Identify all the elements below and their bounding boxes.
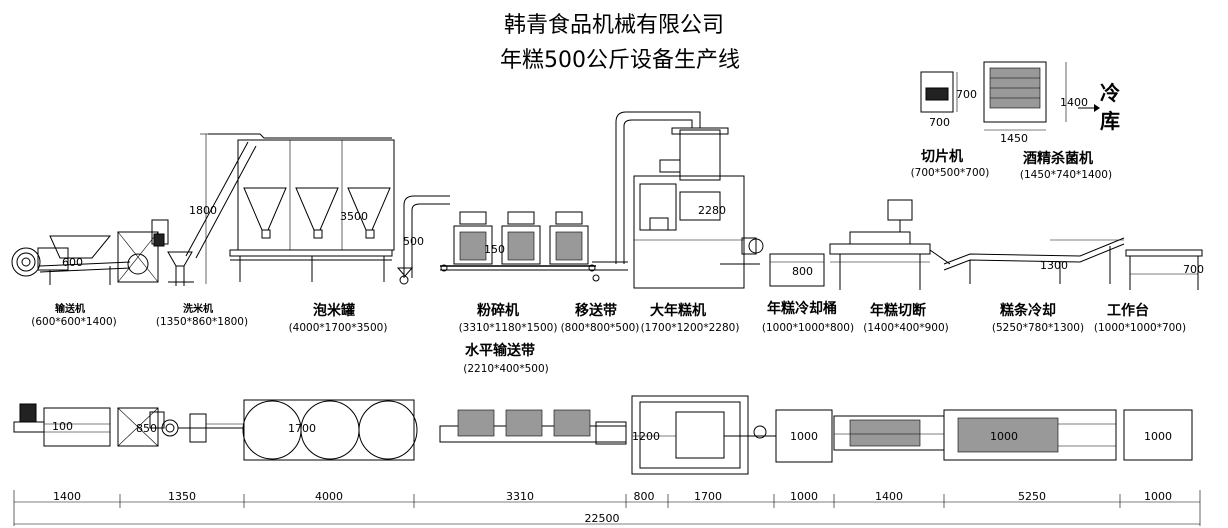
- dim-700-table: 700: [1183, 263, 1204, 276]
- dim-150: 150: [484, 243, 505, 256]
- arrow-to-cold-storage-icon: [1078, 104, 1100, 112]
- cooling-bucket: [769, 253, 825, 287]
- dim-700-slicer-w: 700: [929, 116, 950, 129]
- dim-1450-sterilizer: 1450: [1000, 132, 1028, 145]
- bottom-dim-1350: 1350: [168, 490, 196, 503]
- grinder-machines: [440, 211, 596, 272]
- rice-cake-machine: [615, 111, 764, 289]
- label-cake-machine-dims: (1700*1200*2280): [641, 322, 740, 334]
- work-table: [1125, 249, 1203, 290]
- bottom-dim-1000-b: 1000: [1144, 490, 1172, 503]
- bottom-dim-800: 800: [634, 490, 655, 503]
- rice-washer-machine: [117, 219, 194, 286]
- bottom-dim-3310: 3310: [506, 490, 534, 503]
- label-cutter-name: 年糕切断: [870, 302, 926, 319]
- dim-1400-sterilizer: 1400: [1060, 96, 1088, 109]
- label-cutter-dims: (1400*400*900): [863, 322, 949, 334]
- pipe-to-grinder: [396, 195, 450, 285]
- label-washer-name: 洗米机: [183, 302, 213, 315]
- plan-washer: [117, 407, 179, 447]
- soaking-tanks: [208, 133, 395, 282]
- plan-dim-1700: 1700: [288, 422, 316, 435]
- plan-strip-cooling: [943, 409, 1117, 461]
- dim-500: 500: [403, 235, 424, 248]
- label-conveyor-dims: (600*600*1400): [31, 316, 117, 328]
- slicer-machine: [920, 71, 958, 113]
- label-transfer-name: 移送带: [575, 302, 617, 319]
- conveyor-machine: [11, 235, 131, 285]
- plan-cutter: [833, 415, 945, 451]
- line-title: 年糕500公斤设备生产线: [500, 48, 740, 73]
- cold-storage-char-1: 冷: [1100, 81, 1120, 105]
- bottom-dim-1700: 1700: [694, 490, 722, 503]
- label-work-table-dims: (1000*1000*700): [1094, 322, 1186, 334]
- company-title: 韩青食品机械有限公司: [504, 13, 724, 38]
- plan-tanks: [242, 399, 418, 461]
- plan-dim-1000-cooling: 1000: [990, 430, 1018, 443]
- dim-1300: 1300: [1040, 259, 1068, 272]
- label-cooling-bucket-name: 年糕冷却桶: [767, 300, 837, 317]
- plan-dim-1000-bucket: 1000: [790, 430, 818, 443]
- sterilizer-machine: [983, 61, 1067, 131]
- bottom-dim-5250: 5250: [1018, 490, 1046, 503]
- dim-800: 800: [792, 265, 813, 278]
- bottom-dim-1000-a: 1000: [790, 490, 818, 503]
- label-work-table-name: 工作台: [1107, 302, 1149, 319]
- label-sterilizer-dims: (1450*740*1400): [1020, 169, 1112, 181]
- dim-600: 600: [62, 256, 83, 269]
- cold-storage-char-2: 库: [1100, 109, 1120, 133]
- label-tanks-name: 泡米罐: [313, 302, 355, 319]
- transfer-belt: [592, 261, 628, 282]
- label-strip-cooling-dims: (5250*780*1300): [992, 322, 1084, 334]
- plan-conveyor: [13, 403, 111, 447]
- label-horizontal-belt-dims: (2210*400*500): [463, 363, 549, 375]
- label-conveyor-name: 输送机: [55, 302, 85, 315]
- plan-grinders: [439, 409, 627, 445]
- plan-cake-machine: [631, 395, 776, 475]
- label-grinder-name: 粉碎机: [477, 302, 519, 319]
- dimension-line: [13, 490, 1201, 526]
- plan-cooling-bucket: [775, 409, 833, 463]
- label-strip-cooling-name: 糕条冷却: [999, 302, 1056, 319]
- label-cake-machine-name: 大年糕机: [650, 302, 706, 319]
- plan-dim-850: 850: [136, 422, 157, 435]
- cutter-machine: [829, 199, 951, 290]
- label-sterilizer-name: 酒精杀菌机: [1023, 150, 1093, 167]
- strip-cooling-conveyor: [943, 237, 1125, 284]
- plan-work-table: [1123, 409, 1193, 461]
- bottom-dim-1400: 1400: [53, 490, 81, 503]
- plan-dim-1000-table: 1000: [1144, 430, 1172, 443]
- label-washer-dims: (1350*860*1800): [156, 316, 248, 328]
- label-tanks-dims: (4000*1700*3500): [289, 322, 388, 334]
- dim-700-slicer-h: 700: [956, 88, 977, 101]
- label-slicer-name: 切片机: [921, 148, 963, 165]
- label-horizontal-belt-name: 水平输送带: [465, 342, 535, 359]
- label-grinder-dims: (3310*1180*1500): [459, 322, 558, 334]
- bottom-dim-4000: 4000: [315, 490, 343, 503]
- label-transfer-dims: (800*800*500): [561, 322, 640, 334]
- total-dim: 22500: [585, 512, 620, 525]
- bottom-dim-1400-b: 1400: [875, 490, 903, 503]
- dim-2280: 2280: [698, 204, 726, 217]
- label-slicer-dims: (700*500*700): [911, 167, 990, 179]
- plan-dim-100: 100: [52, 420, 73, 433]
- plan-elevator: [178, 413, 244, 443]
- plan-dim-1200: 1200: [632, 430, 660, 443]
- dim-3500: 3500: [340, 210, 368, 223]
- dim-1800: 1800: [189, 204, 217, 217]
- label-cooling-bucket-dims: (1000*1000*800): [762, 322, 854, 334]
